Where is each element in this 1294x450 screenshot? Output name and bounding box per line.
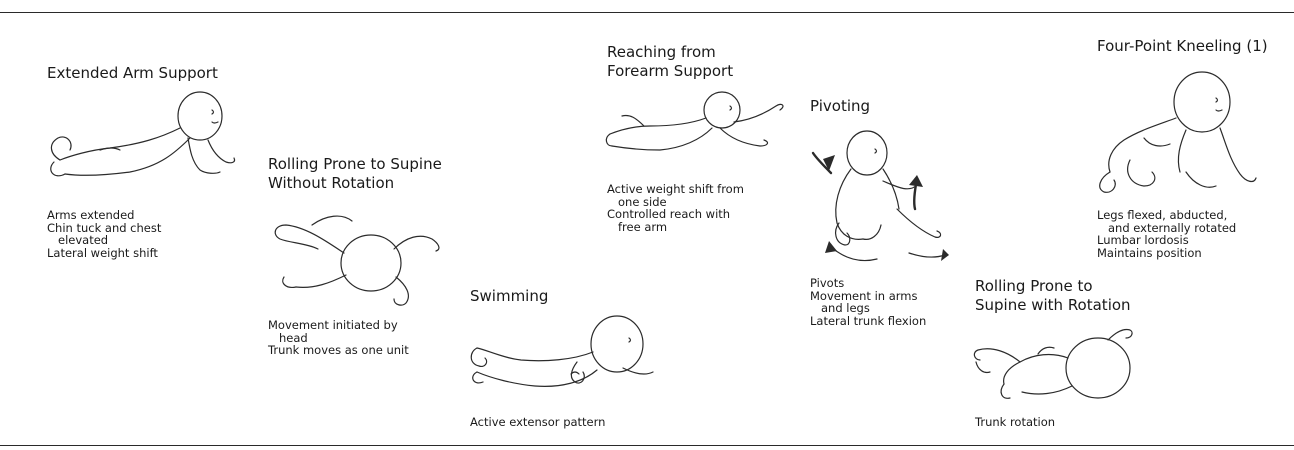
note-line: Trunk rotation [975, 416, 1055, 429]
swimming-title: Swimming [470, 287, 548, 306]
reaching-forearm-support-notes: Active weight shift from one side Contro… [607, 183, 744, 233]
extended-arm-support-notes: Arms extended Chin tuck and chest elevat… [47, 209, 161, 259]
note-line: Pivots [810, 277, 926, 290]
four-point-kneeling-illustration [1090, 68, 1265, 198]
rolling-without-rotation-notes: Movement initiated by head Trunk moves a… [268, 319, 409, 357]
note-line: Movement initiated by [268, 319, 409, 332]
pivoting-title: Pivoting [810, 97, 870, 116]
note-line: and legs [810, 302, 926, 315]
rolling-with-rotation-notes: Trunk rotation [975, 416, 1055, 429]
extended-arm-support-title: Extended Arm Support [47, 64, 218, 83]
four-point-kneeling-notes: Legs flexed, abducted, and externally ro… [1097, 209, 1236, 259]
note-line: Lumbar lordosis [1097, 234, 1236, 247]
reaching-forearm-support-illustration [600, 88, 790, 168]
note-line: Arms extended [47, 209, 161, 222]
note-line: Legs flexed, abducted, [1097, 209, 1236, 222]
note-line: Trunk moves as one unit [268, 344, 409, 357]
note-line: free arm [607, 221, 744, 234]
extended-arm-support-illustration [40, 88, 240, 198]
note-line: Lateral trunk flexion [810, 315, 926, 328]
rolling-without-rotation-illustration [266, 205, 456, 315]
note-line: Lateral weight shift [47, 247, 161, 260]
rolling-with-rotation-illustration [968, 322, 1143, 407]
note-line: Active extensor pattern [470, 416, 605, 429]
four-point-kneeling-title: Four-Point Kneeling (1) [1097, 37, 1268, 56]
bottom-rule [0, 445, 1294, 446]
swimming-illustration [465, 312, 665, 407]
note-line: Maintains position [1097, 247, 1236, 260]
note-line: elevated [47, 234, 161, 247]
pivoting-illustration [805, 125, 965, 270]
note-line: Controlled reach with [607, 208, 744, 221]
reaching-forearm-support-title: Reaching from Forearm Support [607, 43, 733, 81]
pivoting-notes: Pivots Movement in arms and legs Lateral… [810, 277, 926, 327]
note-line: Active weight shift from [607, 183, 744, 196]
rolling-with-rotation-title: Rolling Prone to Supine with Rotation [975, 277, 1131, 315]
rolling-without-rotation-title: Rolling Prone to Supine Without Rotation [268, 155, 442, 193]
top-rule [0, 12, 1294, 13]
swimming-notes: Active extensor pattern [470, 416, 605, 429]
